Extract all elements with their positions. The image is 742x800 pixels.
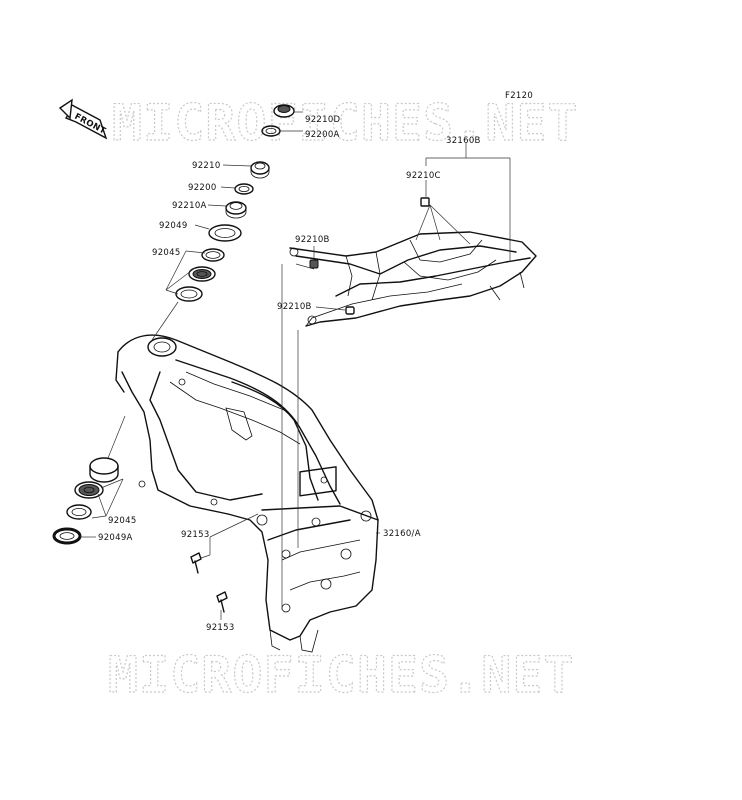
nut-92210D[interactable] — [273, 104, 295, 118]
sub-frame-32160B[interactable] — [289, 231, 537, 327]
figure-code: F2120 — [505, 91, 533, 101]
callout-92153-upper[interactable]: 92153 — [181, 530, 210, 540]
callout-92210D[interactable]: 92210D — [305, 115, 341, 125]
callout-92210B-lower[interactable]: 92210B — [277, 302, 312, 312]
bearing-upper-92045[interactable] — [175, 248, 225, 302]
callout-92200A[interactable]: 92200A — [305, 130, 340, 140]
nut-92210B-lower[interactable] — [345, 306, 355, 315]
bolt-92153-lower[interactable] — [216, 591, 228, 613]
callout-92049A[interactable]: 92049A — [98, 533, 133, 543]
seal-92049A[interactable] — [52, 527, 82, 545]
nut-92210B-upper[interactable] — [309, 259, 319, 269]
race-lower-92045[interactable] — [66, 457, 119, 520]
callout-32160A[interactable]: 32160/A — [383, 529, 421, 539]
nut-92210A[interactable] — [225, 201, 247, 219]
bolt-92153-upper[interactable] — [190, 552, 202, 574]
front-arrow-icon: FRONT — [58, 98, 107, 140]
washer-92200[interactable] — [234, 183, 254, 195]
callout-92210[interactable]: 92210 — [192, 161, 221, 171]
callout-92210B-upper[interactable]: 92210B — [295, 235, 330, 245]
callout-92045-lower[interactable]: 92045 — [108, 516, 137, 526]
seal-92049[interactable] — [208, 224, 242, 242]
callout-92153-lower[interactable]: 92153 — [206, 623, 235, 633]
callout-92210C[interactable]: 92210C — [406, 171, 441, 181]
main-frame-32160[interactable] — [115, 334, 379, 653]
callout-92045-upper[interactable]: 92045 — [152, 248, 181, 258]
callout-92200[interactable]: 92200 — [188, 183, 217, 193]
watermark-bottom: MICROFICHES.NET — [108, 646, 575, 704]
watermark-top: MICROFICHES.NET — [112, 94, 579, 152]
callout-92210A[interactable]: 92210A — [172, 201, 207, 211]
callout-32160B[interactable]: 32160B — [446, 136, 481, 146]
leader-lines — [80, 111, 511, 620]
nut-92210[interactable] — [250, 161, 270, 179]
bolt-92210C[interactable] — [420, 197, 430, 207]
callout-92049[interactable]: 92049 — [159, 221, 188, 231]
